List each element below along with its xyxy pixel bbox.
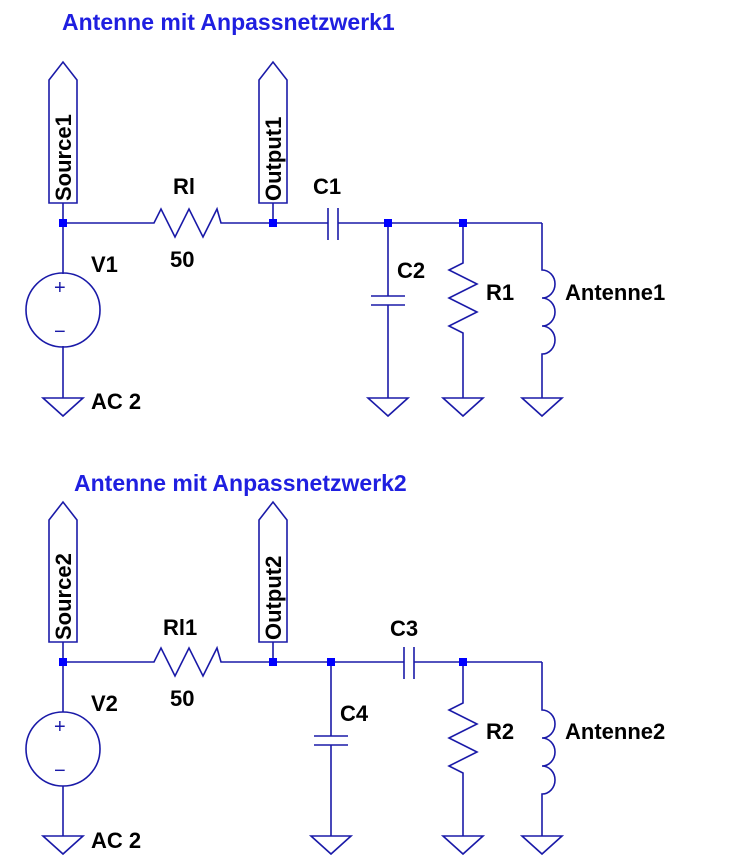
junction-node — [459, 658, 467, 666]
resistor-rl-value: 50 — [170, 247, 194, 272]
junction-node — [384, 219, 392, 227]
resistor-r2[interactable] — [440, 662, 486, 856]
wire — [62, 203, 146, 224]
circuit-1-title: Antenne mit Anpassnetzwerk1 — [62, 9, 395, 35]
capacitor-c2[interactable] — [365, 223, 411, 418]
plus-sign: + — [54, 716, 66, 738]
capacitor-c4[interactable] — [308, 662, 354, 856]
capacitor-c1-label: C1 — [313, 174, 341, 199]
junction-node — [269, 658, 277, 666]
voltage-source-v1-name: V1 — [91, 252, 118, 277]
plus-sign: + — [54, 277, 66, 299]
circuit-1: Antenne mit Anpassnetzwerk1 Source1 Outp… — [25, 9, 665, 418]
resistor-rl-name: Rl — [173, 174, 195, 199]
minus-sign: − — [54, 760, 66, 782]
junction-node — [459, 219, 467, 227]
voltage-source-v2-value: AC 2 — [91, 828, 141, 853]
capacitor-c2-label: C2 — [397, 258, 425, 283]
ground-symbol — [40, 835, 86, 856]
source-port-1[interactable]: Source1 — [48, 60, 78, 204]
junction-node — [59, 219, 67, 227]
source-port-2-label: Source2 — [51, 553, 76, 640]
output-port-1-label: Output1 — [261, 117, 286, 201]
output-port-2[interactable]: Output2 — [258, 500, 288, 643]
voltage-source-v2-name: V2 — [91, 691, 118, 716]
circuit-2: Antenne mit Anpassnetzwerk2 Source2 Outp… — [25, 470, 665, 856]
inductor-antenne2-label: Antenne2 — [565, 719, 665, 744]
source-port-1-label: Source1 — [51, 114, 76, 201]
source-port-2[interactable]: Source2 — [48, 500, 78, 643]
inductor-antenne2[interactable] — [519, 662, 565, 856]
capacitor-c1[interactable] — [323, 208, 342, 240]
junction-node — [59, 658, 67, 666]
capacitor-c4-label: C4 — [340, 701, 369, 726]
wire — [62, 642, 146, 663]
minus-sign: − — [54, 321, 66, 343]
resistor-rl1-value: 50 — [170, 686, 194, 711]
inductor-antenne1[interactable] — [519, 223, 565, 418]
ground-symbol — [40, 397, 86, 418]
resistor-r1-label: R1 — [486, 280, 514, 305]
capacitor-c3[interactable] — [400, 647, 419, 679]
resistor-rl[interactable] — [146, 206, 226, 239]
capacitor-c3-label: C3 — [390, 616, 418, 641]
output-port-1[interactable]: Output1 — [258, 60, 288, 204]
resistor-r1[interactable] — [440, 223, 486, 418]
voltage-source-v1[interactable]: + − — [25, 272, 101, 348]
resistor-rl1[interactable] — [146, 645, 226, 678]
junction-node — [327, 658, 335, 666]
inductor-antenne1-label: Antenne1 — [565, 280, 665, 305]
junction-node — [269, 219, 277, 227]
circuit-2-title: Antenne mit Anpassnetzwerk2 — [74, 470, 407, 496]
output-port-2-label: Output2 — [261, 556, 286, 640]
voltage-source-v2[interactable]: + − — [25, 711, 101, 787]
voltage-source-v1-value: AC 2 — [91, 389, 141, 414]
resistor-r2-label: R2 — [486, 719, 514, 744]
resistor-rl1-name: Rl1 — [163, 615, 197, 640]
